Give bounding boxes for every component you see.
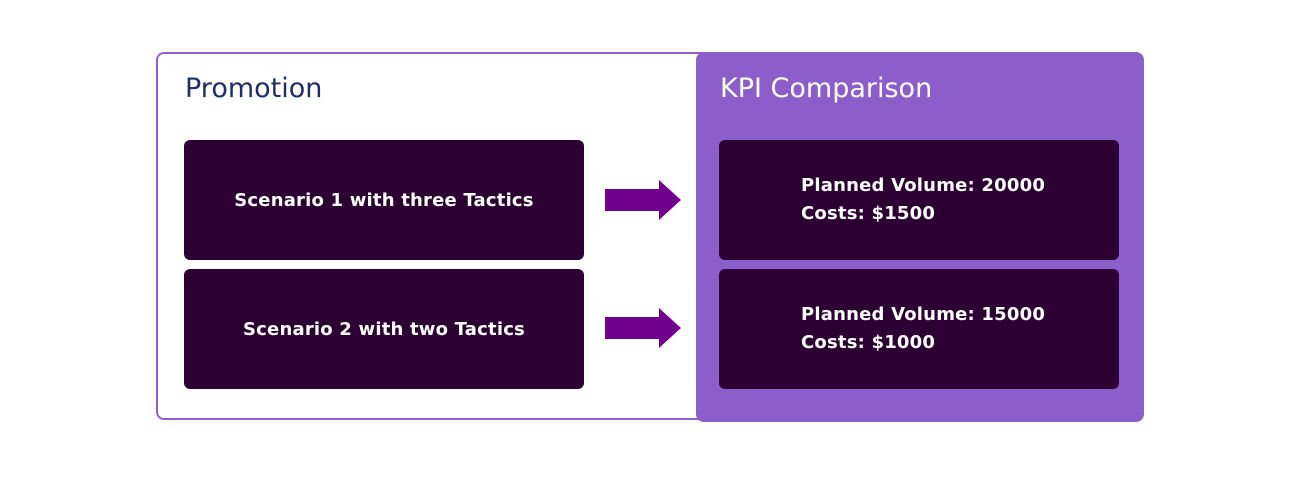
scenario-2-label: Scenario 2 with two Tactics	[243, 318, 525, 340]
planned-volume-1: Planned Volume: 20000	[801, 175, 1046, 196]
planned-volume-2: Planned Volume: 15000	[801, 304, 1046, 325]
scenario-1-card: Scenario 1 with three Tactics	[184, 140, 584, 260]
costs-2: Costs: $1000	[801, 332, 936, 353]
kpi-result-2-card: Planned Volume: 15000 Costs: $1000	[719, 269, 1119, 389]
kpi-comparison-heading: KPI Comparison	[720, 73, 933, 104]
kpi-result-1-card: Planned Volume: 20000 Costs: $1500	[719, 140, 1119, 260]
arrow-right-icon	[605, 308, 681, 348]
promotion-heading: Promotion	[185, 73, 323, 104]
costs-1: Costs: $1500	[801, 203, 936, 224]
scenario-1-label: Scenario 1 with three Tactics	[234, 189, 534, 211]
scenario-2-card: Scenario 2 with two Tactics	[184, 269, 584, 389]
arrow-right-icon	[605, 180, 681, 220]
